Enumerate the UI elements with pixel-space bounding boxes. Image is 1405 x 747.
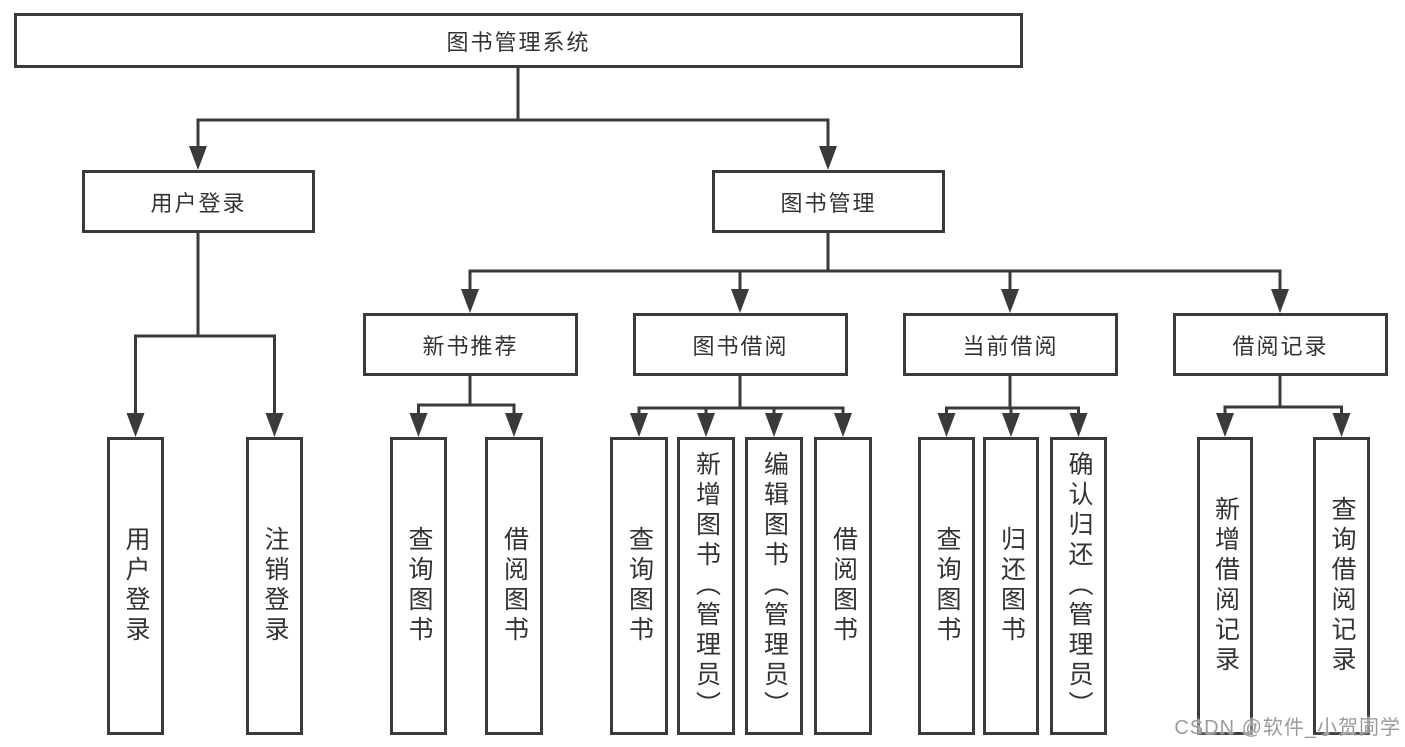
leaf-rec-borrow-books: 借阅图书 [485,437,543,735]
arrowhead [461,289,479,313]
node-root: 图书管理系统 [14,13,1023,68]
connector-newbookrec-to-leaves [417,376,516,418]
arrowhead [937,413,956,437]
node-borrowing-records: 借阅记录 [1173,313,1388,376]
leaf-cb-confirm-return: 确认归还（管理员） [1050,437,1107,735]
arrowhead [126,413,145,437]
leaf-logout: 注销登录 [246,437,303,735]
arrowhead [697,413,715,437]
arrowhead [1002,413,1020,437]
leaf-bb-edit-books: 编辑图书（管理员） [745,437,803,735]
connector-bookmgmt-to-level3 [468,233,1282,295]
leaf-rec-query-books: 查询图书 [390,437,447,735]
connector-userlogin-to-leaves [134,233,276,418]
arrowhead [630,413,648,437]
node-root-label: 图书管理系统 [446,29,591,55]
leaf-bb-add-books-label: 新增图书（管理员） [692,451,721,721]
node-new-book-recommend: 新书推荐 [363,313,578,376]
leaf-cb-confirm-return-label: 确认归还（管理员） [1065,451,1093,721]
node-borrowing-records-label: 借阅记录 [1232,333,1329,359]
arrowhead [1271,289,1289,313]
leaf-cb-query-books-label: 查询图书 [933,526,961,646]
leaf-cb-query-books: 查询图书 [918,437,975,735]
leaf-bb-borrow-books: 借阅图书 [814,437,872,735]
arrowhead [265,413,284,437]
leaf-cb-return-books-label: 归还图书 [997,526,1026,646]
node-current-borrowing-label: 当前借阅 [962,333,1059,359]
leaf-user-login: 用户登录 [107,437,164,735]
arrowhead [505,413,523,437]
arrowhead [409,413,428,437]
arrowhead [834,413,852,437]
leaf-bb-edit-books-label: 编辑图书（管理员） [760,451,789,721]
arrowhead [731,289,749,313]
leaf-br-add-record: 新增借阅记录 [1197,437,1253,735]
leaf-br-query-record-label: 查询借阅记录 [1328,496,1356,676]
arrowheads [126,146,1351,437]
node-user-login: 用户登录 [82,170,315,233]
leaf-br-query-record: 查询借阅记录 [1313,437,1370,735]
arrowhead [819,146,837,170]
connector-bookborrow-to-leaves [637,376,845,418]
node-book-borrowing-label: 图书借阅 [692,333,789,359]
connector-currentborrow-to-leaves [945,376,1080,418]
node-user-login-label: 用户登录 [150,190,247,216]
leaf-logout-label: 注销登录 [261,526,289,646]
leaf-bb-add-books: 新增图书（管理员） [677,437,735,735]
leaf-rec-query-books-label: 查询图书 [405,526,433,646]
arrowhead [1216,413,1234,437]
node-current-borrowing: 当前借阅 [903,313,1118,376]
arrowhead [1332,413,1351,437]
leaf-cb-return-books: 归还图书 [983,437,1039,735]
leaf-user-login-label: 用户登录 [122,526,150,646]
leaf-rec-borrow-books-label: 借阅图书 [500,526,529,646]
csdn-watermark: CSDN @软件_小贺同学 [1174,717,1401,739]
leaf-bb-query-books: 查询图书 [610,437,668,735]
connector-borrowrecords-to-leaves [1223,376,1343,418]
arrowhead [1001,289,1019,313]
leaf-bb-query-books-label: 查询图书 [625,526,654,646]
leaf-br-add-record-label: 新增借阅记录 [1211,496,1240,676]
leaf-bb-borrow-books-label: 借阅图书 [829,526,858,646]
arrowhead [1069,413,1088,437]
node-book-borrowing: 图书借阅 [633,313,848,376]
node-book-management: 图书管理 [712,170,945,233]
arrowhead [765,413,783,437]
node-book-management-label: 图书管理 [780,190,877,216]
connector-root-to-level2 [196,68,830,150]
arrowhead [189,146,207,170]
node-new-book-recommend-label: 新书推荐 [422,333,519,359]
